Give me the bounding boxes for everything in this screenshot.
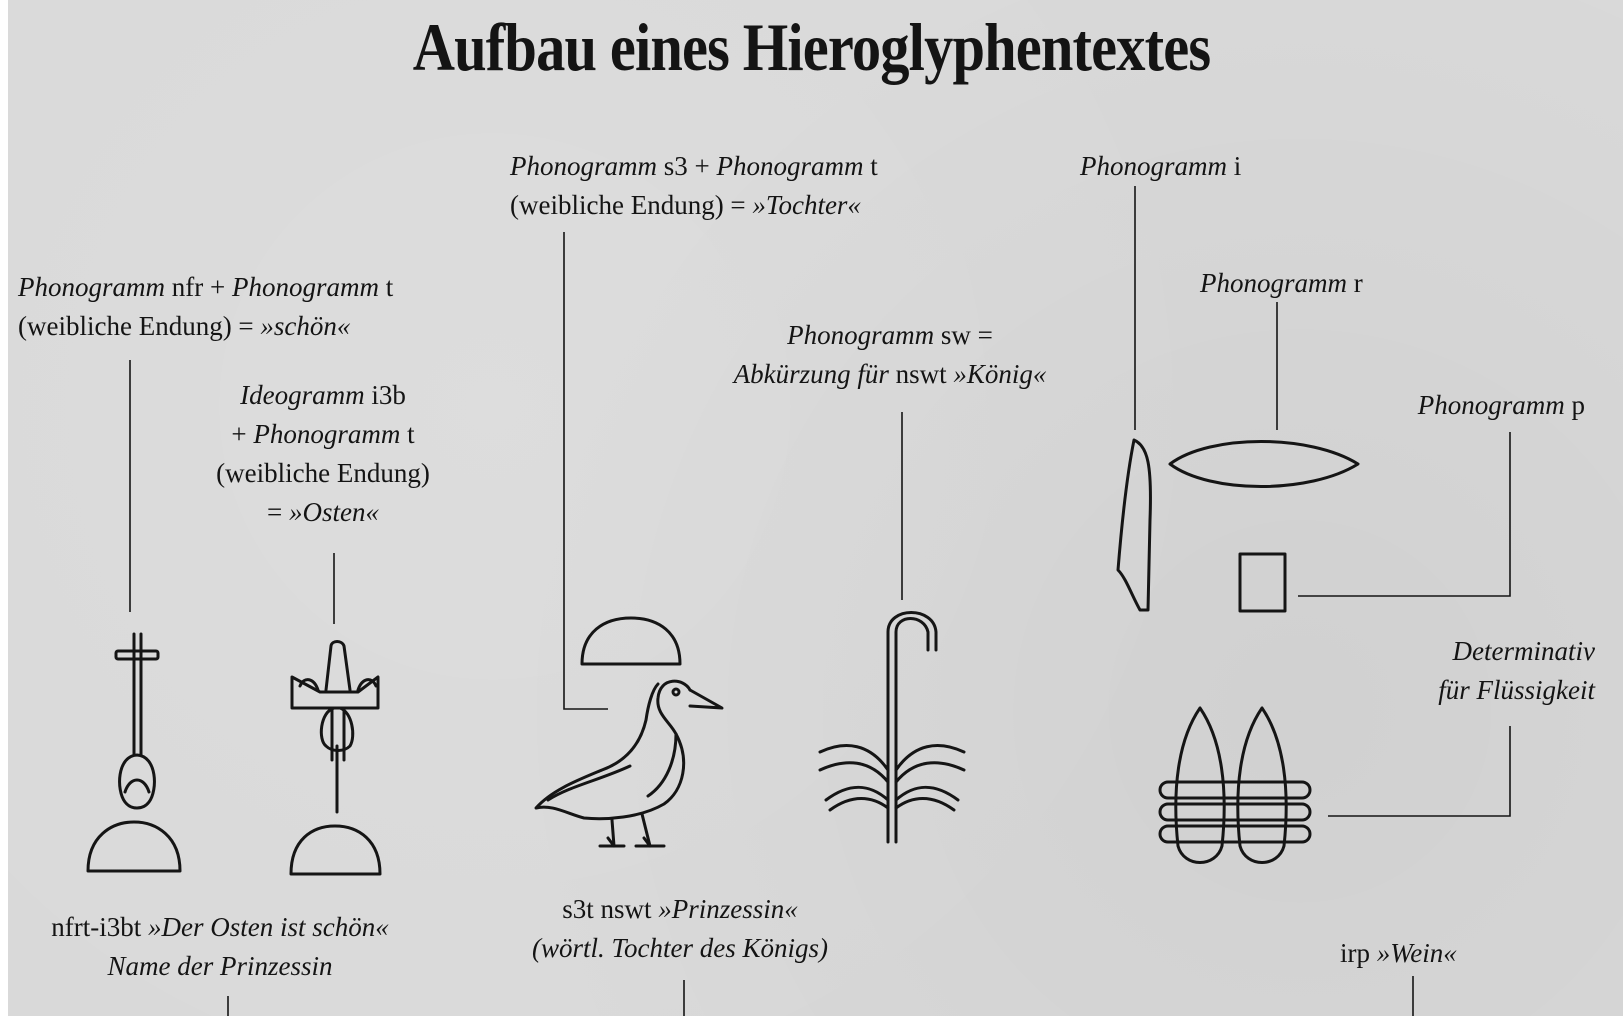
label-text: »schön« [260, 311, 351, 341]
label-text: i3b [364, 380, 406, 410]
label-text: s3 + [657, 151, 717, 181]
label-nfr: Phonogramm nfr + Phonogramm t (weibliche… [18, 268, 393, 346]
label-text: Determinativ [1452, 636, 1595, 666]
label-text: t [400, 419, 415, 449]
label-text: irp [1340, 938, 1377, 968]
label-text: (weibliche Endung) [216, 458, 430, 488]
label-text: (weibliche Endung) = [18, 311, 261, 341]
label-text: (weibliche Endung) = [510, 190, 753, 220]
mouth-glyph [1168, 440, 1360, 488]
label-i: Phonogramm i [1080, 147, 1241, 186]
label-i3b: Ideogramm i3b + Phonogramm t (weibliche … [188, 376, 458, 532]
leader-lines [129, 186, 1511, 1016]
label-text: Phonogramm [1080, 151, 1227, 181]
stool-glyph [1238, 552, 1287, 613]
label-determinative: Determinativ für Flüssigkeit [1438, 632, 1595, 710]
label-text: »König« [953, 359, 1047, 389]
label-text: Phonogramm [253, 419, 401, 449]
label-r: Phonogramm r [1200, 264, 1363, 303]
label-text: Phonogramm [231, 272, 379, 302]
label-p: Phonogramm p [1418, 386, 1585, 425]
label-text: nfr + [165, 272, 232, 302]
label-text: Phonogramm [787, 320, 935, 350]
label-text: t [863, 151, 878, 181]
label-text: sw = [934, 320, 993, 350]
label-text: »Der Osten ist schön« [148, 912, 389, 942]
i3b-east-glyph [290, 640, 380, 814]
wine-jars-glyph [1158, 706, 1312, 864]
label-text: s3t nswt [562, 894, 659, 924]
pintail-duck-glyph [534, 679, 724, 848]
label-text: Abkürzung für [733, 359, 889, 389]
label-text: nfrt-i3bt [51, 912, 148, 942]
label-text: »Prinzessin« [658, 894, 798, 924]
label-text: Phonogramm [510, 151, 657, 181]
word-nfrt-caption: nfrt-i3bt »Der Osten ist schön« Name der… [20, 908, 420, 986]
label-text: i [1227, 151, 1242, 181]
word-s3t-caption: s3t nswt »Prinzessin« (wörtl. Tochter de… [500, 890, 860, 968]
nfr-heart-windpipe-glyph [114, 632, 160, 810]
label-text: »Tochter« [752, 190, 861, 220]
label-text: Name der Prinzessin [107, 951, 333, 981]
label-s3: Phonogramm s3 + Phonogramm t (weibliche … [510, 147, 878, 225]
leader-line [1298, 432, 1511, 597]
label-text: Phonogramm [1200, 268, 1347, 298]
label-text: t [378, 272, 394, 302]
label-text: Ideogramm [240, 380, 365, 410]
label-text: »Wein« [1376, 938, 1457, 968]
label-text: Phonogramm [18, 272, 165, 302]
word-irp-caption: irp »Wein« [1340, 934, 1457, 973]
label-text: »Osten« [288, 497, 379, 527]
label-sw: Phonogramm sw = Abkürzung für nswt »Köni… [690, 316, 1090, 394]
label-text: Phonogramm [1417, 390, 1565, 420]
label-text: + [231, 419, 254, 449]
label-text: (wörtl. Tochter des Königs) [531, 933, 829, 963]
bread-loaf-glyph [580, 616, 682, 666]
label-text: für Flüssigkeit [1438, 675, 1595, 705]
reed-leaf-glyph [1116, 438, 1152, 612]
label-text: Phonogramm [716, 151, 864, 181]
leader-line [1328, 726, 1511, 817]
label-text: r [1347, 268, 1363, 298]
bread-loaf-glyph [86, 820, 182, 873]
page-background [8, 0, 1623, 1016]
leader-line [563, 232, 608, 710]
label-text: p [1564, 390, 1586, 420]
page-title: Aufbau eines Hieroglyphentextes [412, 9, 1211, 85]
bread-loaf-glyph [289, 824, 382, 876]
sedge-plant-glyph [818, 611, 966, 844]
label-text: = [267, 497, 289, 527]
label-text: nswt [888, 359, 954, 389]
